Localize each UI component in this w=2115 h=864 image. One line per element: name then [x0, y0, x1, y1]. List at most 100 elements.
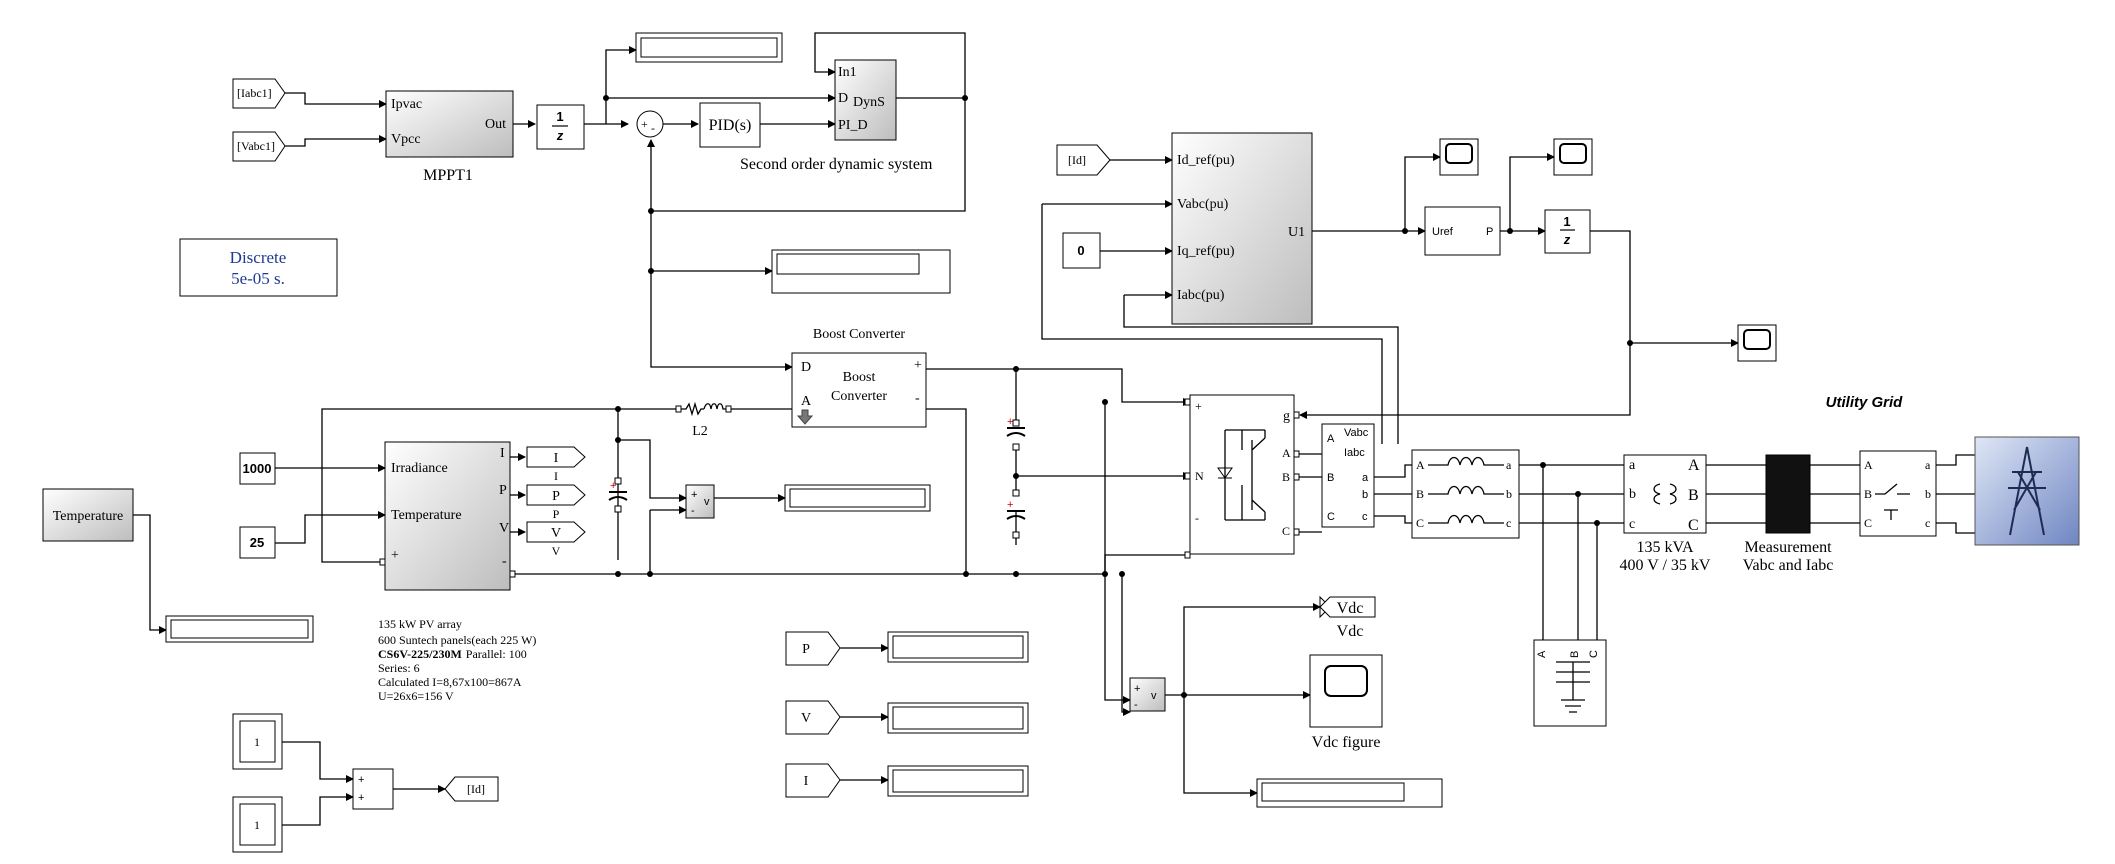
- svg-text:Iabc(pu): Iabc(pu): [1177, 288, 1225, 303]
- from-i[interactable]: I: [785, 763, 841, 798]
- sum-id-block[interactable]: + +: [352, 768, 394, 810]
- scope-pulses[interactable]: [1737, 324, 1777, 362]
- svg-text:b: b: [1506, 487, 1512, 501]
- svg-text:[Vabc1]: [Vabc1]: [237, 139, 275, 153]
- transformer-block[interactable]: a b c A B C 135 kVA 400 V / 35 kV: [1620, 454, 1711, 574]
- svg-text:+: +: [358, 792, 364, 804]
- goto-v[interactable]: V V: [526, 521, 586, 558]
- svg-text:+: +: [1007, 499, 1013, 511]
- irradiance-constant[interactable]: 1000: [239, 452, 276, 485]
- svg-text:D: D: [801, 360, 811, 375]
- scope-vdc[interactable]: Vdc figure: [1309, 654, 1383, 751]
- svg-text:[Id]: [Id]: [1068, 153, 1086, 167]
- utility-grid-title: Utility Grid: [1826, 394, 1904, 411]
- svg-text:Boost: Boost: [843, 370, 876, 385]
- display-temperature[interactable]: [165, 615, 314, 643]
- boost-title: Boost Converter: [813, 327, 905, 342]
- from-id[interactable]: [Id]: [1056, 144, 1111, 176]
- svg-text:N: N: [1195, 469, 1204, 483]
- svg-text:Vabc(pu): Vabc(pu): [1177, 197, 1229, 212]
- display-top[interactable]: [635, 32, 783, 63]
- svg-text:V: V: [801, 711, 811, 726]
- pid-controller-block[interactable]: PID(s): [699, 102, 761, 148]
- svg-text:c: c: [1362, 511, 1368, 523]
- measurement-block[interactable]: Measurement Vabc and Iabc: [1743, 454, 1834, 574]
- svg-text:135 kW PV array: 135 kW PV array: [378, 617, 462, 631]
- display-i[interactable]: [887, 765, 1029, 797]
- transmission-tower-icon: [2008, 446, 2046, 536]
- display-pv-voltage[interactable]: [784, 484, 931, 512]
- pv-array-block[interactable]: Irradiance Temperature + I P V -: [379, 441, 516, 591]
- utility-grid-block[interactable]: Utility Grid: [1826, 394, 2080, 546]
- svg-text:Temperature: Temperature: [391, 508, 462, 523]
- goto-i[interactable]: I I: [526, 446, 586, 483]
- svg-text:v: v: [704, 496, 710, 508]
- dc-link-capacitors[interactable]: + +: [1006, 416, 1026, 539]
- solver-type: Discrete: [230, 248, 287, 267]
- second-order-system-block[interactable]: In1 D DynS PI_D Second order dynamic sys…: [740, 59, 933, 173]
- svg-text:V: V: [499, 521, 509, 536]
- svg-text:L2: L2: [692, 424, 708, 439]
- from-iabc1[interactable]: [Iabc1]: [232, 78, 286, 109]
- svg-text:+: +: [610, 480, 616, 492]
- scope-u1[interactable]: [1439, 138, 1479, 176]
- sum-block[interactable]: + -: [636, 110, 664, 138]
- svg-text:c: c: [1629, 517, 1635, 532]
- svg-text:C: C: [1688, 517, 1699, 534]
- goto-p[interactable]: P P: [526, 484, 586, 521]
- constant-zero[interactable]: 0: [1062, 232, 1101, 269]
- svg-text:V: V: [551, 526, 561, 541]
- svg-text:P: P: [1486, 226, 1493, 238]
- display-vdc[interactable]: [1256, 778, 1443, 808]
- svg-text:+: +: [391, 548, 399, 563]
- svg-text:PID(s): PID(s): [709, 117, 752, 134]
- svg-text:c: c: [1506, 516, 1511, 530]
- svg-text:a: a: [1925, 458, 1931, 472]
- voltage-measurement-pv[interactable]: + - v: [685, 484, 715, 519]
- powergui-block[interactable]: Discrete 5e-05 s.: [179, 238, 338, 297]
- unit-delay-2[interactable]: 1 z: [1544, 209, 1591, 254]
- svg-text:0: 0: [1077, 243, 1084, 258]
- svg-text:400 V / 35 kV: 400 V / 35 kV: [1620, 557, 1711, 574]
- goto-vdc[interactable]: Vdc Vdc: [1319, 595, 1376, 640]
- scope-p[interactable]: [1553, 138, 1593, 176]
- breaker-block[interactable]: A B C a b c: [1859, 450, 1937, 537]
- vi-measurement-block[interactable]: A Vabc Iabc B a C b c: [1321, 423, 1375, 528]
- capacitor-bank-block[interactable]: A B C: [1533, 639, 1607, 727]
- svg-text:I: I: [554, 469, 558, 483]
- display-v[interactable]: [887, 702, 1029, 734]
- svg-text:C: C: [1588, 650, 1600, 658]
- lc-filter-block[interactable]: A B C a b c: [1411, 449, 1520, 539]
- display-p[interactable]: [887, 631, 1029, 663]
- svg-text:D: D: [838, 91, 848, 106]
- boost-converter-block[interactable]: Boost Converter D A + - Boost Converter: [791, 327, 927, 428]
- dyn-name: Second order dynamic system: [740, 156, 933, 173]
- current-controller-block[interactable]: Id_ref(pu) Vabc(pu) Iq_ref(pu) Iabc(pu) …: [1171, 132, 1313, 325]
- svg-text:b: b: [1629, 487, 1636, 502]
- from-v[interactable]: V: [785, 700, 841, 735]
- svg-text:A: A: [801, 394, 812, 409]
- inverter-block[interactable]: + g A N B - C: [1184, 394, 1300, 559]
- unit-delay-block[interactable]: 1 z: [536, 104, 585, 150]
- svg-text:a: a: [1362, 472, 1369, 484]
- vdc-measurement-block[interactable]: + - v: [1129, 677, 1166, 712]
- inductor-l2[interactable]: L2: [675, 401, 732, 439]
- svg-text:P: P: [553, 507, 560, 521]
- mppt-block[interactable]: Ipvac Vpcc Out MPPT1: [385, 90, 514, 184]
- uref-block[interactable]: Uref P: [1424, 206, 1501, 256]
- display-mid[interactable]: [771, 249, 951, 294]
- from-vabc1[interactable]: [Vabc1]: [232, 131, 286, 162]
- constant-one-b[interactable]: 1: [232, 796, 283, 853]
- constant-one-a[interactable]: 1: [232, 713, 283, 770]
- svg-text:A: A: [1282, 446, 1291, 460]
- svg-text:+: +: [641, 117, 648, 131]
- goto-id[interactable]: [Id]: [444, 776, 499, 802]
- svg-text:I: I: [500, 446, 505, 461]
- svg-text:B: B: [1416, 487, 1424, 501]
- from-p[interactable]: P: [785, 631, 841, 666]
- capacitor-pv[interactable]: +: [608, 477, 628, 513]
- svg-text:Converter: Converter: [831, 389, 887, 404]
- temperature-constant[interactable]: 25: [239, 526, 276, 559]
- temperature-block[interactable]: Temperature: [42, 488, 134, 542]
